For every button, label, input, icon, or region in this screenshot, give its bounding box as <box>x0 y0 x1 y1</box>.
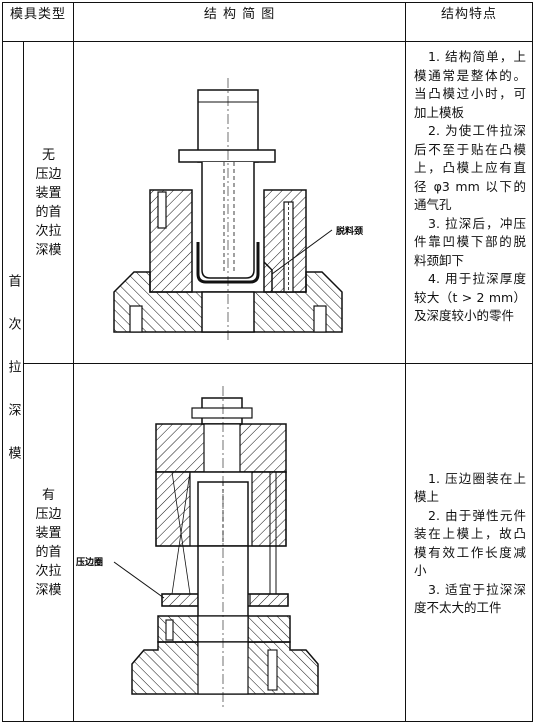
die-ring-left <box>149 189 193 293</box>
die-type-line: 无 <box>42 147 56 163</box>
header-structure-features: 结构特点 <box>405 2 534 42</box>
feature-item: 2. 由于弹性元件装在上模上，故凸模有效工作长度减小 <box>414 507 527 579</box>
die-type-line: 的首 <box>35 544 62 560</box>
header-row: 模具类型 结 构 简 图 结构特点 <box>1 2 534 42</box>
screw-left <box>157 191 167 229</box>
diagram-cell-2: 压边圈 <box>73 363 407 722</box>
die-type-line: 深模 <box>35 582 62 598</box>
header-die-type: 模具类型 <box>1 2 75 42</box>
feature-item: 4. 用于拉深厚度较大（t > 2 mm）及深度较小的零件 <box>414 271 527 323</box>
die-type-no-blank-holder: 无 压边 装置 的首 次拉 深模 <box>22 41 75 364</box>
features-with-blank-holder: 1. 压边圈装在上模上 2. 由于弹性元件装在上模上，故凸模有效工作长度减小 3… <box>405 363 534 722</box>
group-label: 首次拉深模 <box>5 274 21 489</box>
die-type-line: 装置 <box>35 185 62 201</box>
callout-leader <box>113 561 165 599</box>
row-with-blank-holder: 有 压边 装置 的首 次拉 深模 <box>3 363 534 722</box>
feature-item: 2. 为使工件拉深后不至于贴在凸模上，凸模上应有直径 φ3 mm 以下的通气孔 <box>414 123 527 212</box>
die-diagram-no-blank-holder: 脱料颈 <box>113 78 363 342</box>
features-no-blank-holder: 1. 结构简单，上模通常是整体的。当凸模过小时，可加上模板 2. 为使工件拉深后… <box>405 41 534 364</box>
feature-item: 1. 结构简单，上模通常是整体的。当凸模过小时，可加上模板 <box>414 49 527 120</box>
feature-item: 1. 压边圈装在上模上 <box>414 470 527 505</box>
die-type-line: 次拉 <box>35 563 62 579</box>
die-type-line: 次拉 <box>35 223 62 239</box>
die-diagram-with-blank-holder: 压边圈 <box>76 386 319 709</box>
diagram-cell-1: 脱料颈 <box>73 41 407 364</box>
feature-item: 3. 拉深后，冲压件靠凹模下部的脱料颈卸下 <box>414 215 527 268</box>
die-type-line: 装置 <box>35 525 62 541</box>
callout-blank-holder: 压边圈 <box>76 556 103 568</box>
die-type-line: 深模 <box>35 242 62 258</box>
group-label-cell: 首次拉深模 <box>2 41 24 722</box>
die-type-line: 的首 <box>35 204 62 220</box>
die-type-line: 压边 <box>35 166 62 182</box>
callout-stripping-neck: 脱料颈 <box>336 225 363 237</box>
die-type-line: 压边 <box>35 506 62 522</box>
die-type-with-blank-holder: 有 压边 装置 的首 次拉 深模 <box>22 363 75 722</box>
punch-collar <box>178 149 276 163</box>
feature-item: 3. 适宜于拉深深度不太大的工件 <box>414 581 527 616</box>
header-structure-diagram: 结 构 简 图 <box>73 2 407 42</box>
die-type-line: 有 <box>42 487 56 503</box>
callout-leader <box>271 229 333 275</box>
row-no-blank-holder: 首次拉深模 无 压边 装置 的首 次拉 深模 <box>2 41 534 722</box>
